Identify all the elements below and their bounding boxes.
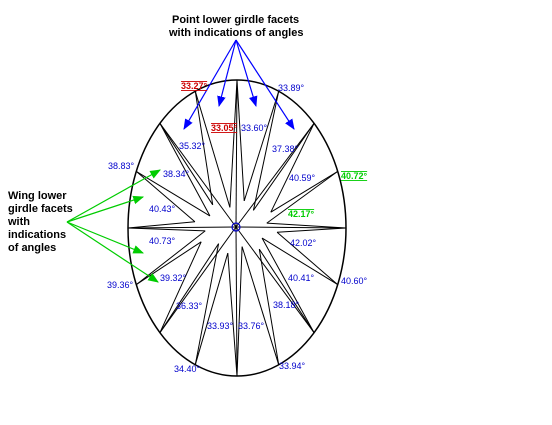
green-arrow-2	[66, 195, 145, 223]
main-facet-line	[159, 123, 237, 228]
angle-inner-upper-right: 37.38°	[272, 144, 299, 154]
facet-edge	[261, 237, 315, 333]
facet-edge	[266, 170, 338, 224]
facet-edge	[127, 227, 206, 232]
wing-title-line2: girdle facets	[8, 203, 73, 215]
angle-outer-top-right: 33.89°	[278, 83, 305, 93]
facet-edge	[241, 246, 280, 365]
facet-edge	[159, 243, 220, 333]
angle-wing-left-3: 40.73°	[149, 236, 176, 246]
angle-wing-left-1: 38.34°	[163, 169, 190, 179]
facet-edge	[194, 252, 229, 365]
facet-edge	[236, 79, 245, 201]
angle-inner-lower-right: 38.18°	[273, 300, 300, 310]
angle-outer-right-lower: 40.60°	[341, 276, 368, 286]
angle-inner-right-3: 42.02°	[290, 238, 317, 248]
facet-edge	[194, 91, 214, 205]
angle-outer-bottom-left: 34.40°	[174, 364, 201, 374]
facet-edge	[159, 123, 214, 206]
facet-edge	[227, 253, 238, 377]
blue-arrow-4	[235, 39, 295, 130]
point-facet-arrows	[183, 39, 295, 130]
green-arrow-4	[66, 221, 159, 283]
main-facet-line	[235, 226, 238, 377]
facet-edge	[136, 170, 211, 217]
facet-edge	[252, 123, 315, 211]
facet-edge	[266, 222, 347, 229]
main-facet-line	[159, 226, 237, 333]
facet-edge	[229, 79, 238, 208]
blue-arrow-3	[235, 39, 258, 108]
wing-title-line4: indications	[8, 229, 66, 241]
angle-wing-left-4: 39.32°	[160, 273, 187, 283]
blue-arrow-1	[183, 39, 237, 130]
wing-facet-arrows	[66, 169, 161, 283]
facet-edge	[159, 123, 211, 217]
angle-inner-right-4: 40.41°	[288, 273, 315, 283]
point-title-line2: with indications of angles	[168, 27, 303, 39]
angle-wing-left-2: 40.43°	[149, 204, 176, 214]
wing-title-line1: Wing lower	[8, 190, 67, 202]
facet-edge	[236, 246, 243, 377]
main-facet-line	[235, 226, 315, 333]
angle-outer-left-upper: 38.83°	[108, 161, 135, 171]
angle-outer-bottom-right: 33.94°	[279, 361, 306, 371]
angle-outer-left-lower: 39.36°	[107, 280, 134, 290]
main-facet-line	[127, 226, 237, 229]
green-arrow-3	[66, 221, 145, 254]
facet-edge	[258, 248, 315, 333]
facet-edge	[252, 91, 280, 211]
wing-title-line3: with	[7, 216, 30, 228]
facet-edge	[194, 91, 231, 208]
angle-inner-upper-left: 35.32°	[179, 141, 206, 151]
angle-inner-bottom-left: 33.93°	[207, 321, 234, 331]
facet-edge	[276, 231, 339, 285]
facet-edge	[261, 237, 338, 286]
angle-inner-lower-left: 36.33°	[176, 301, 203, 311]
main-facet-line	[235, 122, 315, 228]
facet-edge	[194, 243, 220, 365]
main-facet-line	[235, 79, 238, 228]
facet-edge	[135, 171, 196, 223]
facet-lines	[127, 79, 347, 377]
angle-inner-bottom-right: 33.76°	[238, 321, 265, 331]
culet-icon	[231, 222, 241, 232]
main-facet-line	[235, 226, 347, 229]
facet-edge	[270, 170, 338, 213]
facet-edge	[127, 221, 195, 229]
facet-edge	[136, 241, 202, 286]
facet-edge	[159, 241, 202, 333]
angle-inner-right-1: 40.59°	[289, 173, 316, 183]
facet-edge	[277, 227, 347, 233]
blue-arrow-2	[217, 39, 237, 108]
angle-outer-top-left: 33.27°	[181, 81, 208, 91]
wing-title-line5: of angles	[8, 242, 56, 254]
angle-inner-right-2: 42.17°	[288, 209, 315, 219]
facet-edge	[270, 123, 315, 213]
facet-edge	[258, 249, 280, 365]
point-title-line1: Point lower girdle facets	[172, 14, 299, 26]
green-arrow-1	[66, 169, 161, 223]
angle-inner-top-right: 33.60°	[241, 123, 268, 133]
angle-outer-right-upper: 40.72°	[341, 171, 368, 181]
angle-inner-top-left: 33.05°	[211, 123, 238, 133]
facet-edge	[243, 91, 280, 202]
